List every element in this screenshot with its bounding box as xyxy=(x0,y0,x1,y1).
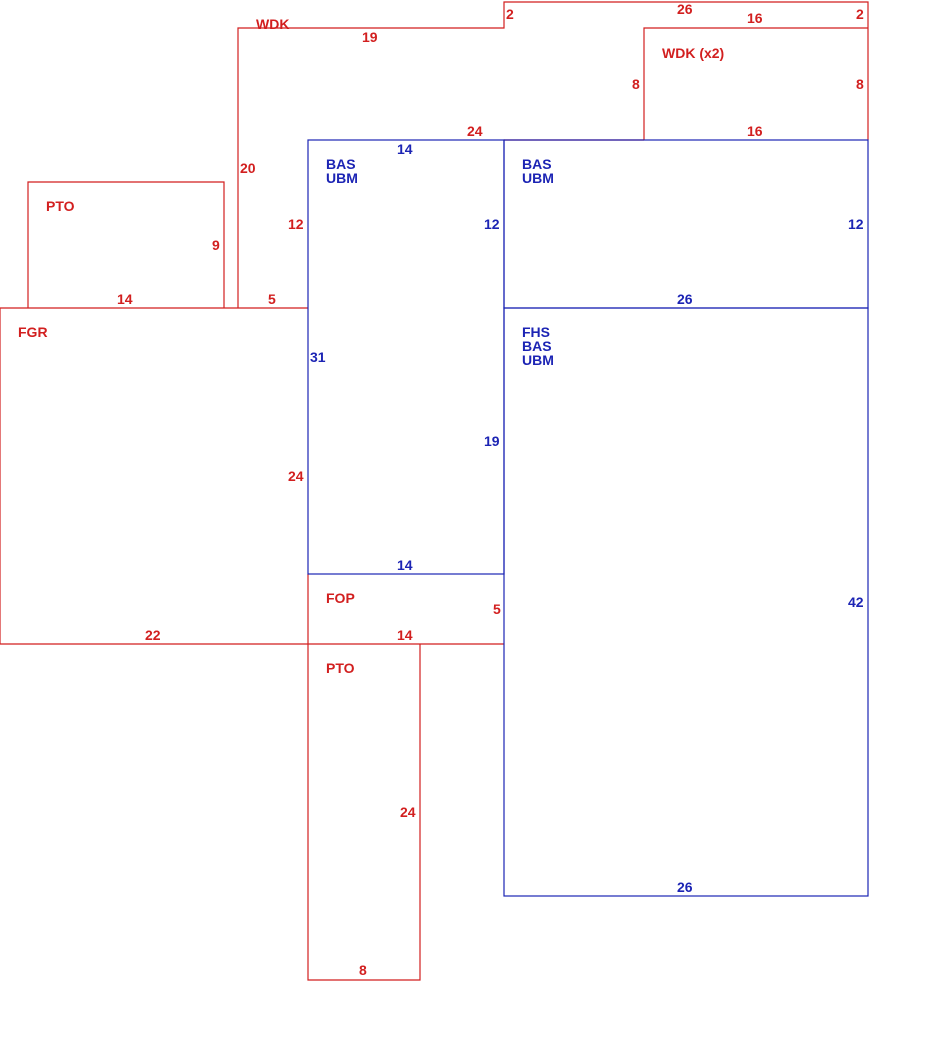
dimension-label: 24 xyxy=(288,468,304,484)
fhs-outline xyxy=(503,307,869,897)
dimension-label: 24 xyxy=(400,804,416,820)
area-label-fop: FOP xyxy=(326,590,355,606)
dimension-label: 19 xyxy=(362,29,378,45)
dimension-label: 5 xyxy=(268,291,276,307)
dimension-label: 20 xyxy=(240,160,256,176)
dimension-label: 31 xyxy=(310,349,326,365)
dimension-label: 8 xyxy=(856,76,864,92)
dimension-label: 14 xyxy=(397,627,413,643)
dimension-label: 14 xyxy=(397,141,413,157)
area-label-bas: BAS xyxy=(522,156,552,172)
dimension-label: 8 xyxy=(359,962,367,978)
area-label-wdk-x2: WDK (x2) xyxy=(662,45,724,61)
dimension-label: 14 xyxy=(397,557,413,573)
dimension-label: 42 xyxy=(848,594,864,610)
bas-left-outline xyxy=(307,139,505,575)
dimension-label: 14 xyxy=(117,291,133,307)
area-label-pto: PTO xyxy=(326,660,355,676)
dimension-label: 24 xyxy=(467,123,483,139)
area-label-ubm: UBM xyxy=(522,170,554,186)
dimension-label: 16 xyxy=(747,123,763,139)
area-label-pto: PTO xyxy=(46,198,75,214)
dimension-label: 26 xyxy=(677,1,693,17)
area-label-bas: BAS xyxy=(522,338,552,354)
dimension-label: 26 xyxy=(677,879,693,895)
dimension-label: 2 xyxy=(506,6,514,22)
area-label-fgr: FGR xyxy=(18,324,48,340)
area-label-ubm: UBM xyxy=(326,170,358,186)
dimension-label: 22 xyxy=(145,627,161,643)
dimension-label: 8 xyxy=(632,76,640,92)
dimension-label: 26 xyxy=(677,291,693,307)
dimension-label: 2 xyxy=(856,6,864,22)
wdk-upper-outline xyxy=(237,1,869,308)
bas-right-outline xyxy=(503,139,869,309)
wdk-x2-outline xyxy=(643,27,868,140)
dimension-label: 12 xyxy=(288,216,304,232)
dimension-label: 12 xyxy=(484,216,500,232)
area-label-ubm: UBM xyxy=(522,352,554,368)
dimension-label: 19 xyxy=(484,433,500,449)
fgr-outline xyxy=(0,307,308,645)
dimension-label: 9 xyxy=(212,237,220,253)
area-label-bas: BAS xyxy=(326,156,356,172)
area-label-wdk: WDK xyxy=(256,16,289,32)
dimension-label: 12 xyxy=(848,216,864,232)
area-label-fhs: FHS xyxy=(522,324,550,340)
dimension-label: 16 xyxy=(747,10,763,26)
pto-bottom-outline xyxy=(307,644,421,981)
pto-left-outline xyxy=(27,181,225,308)
dimension-label: 5 xyxy=(493,601,501,617)
